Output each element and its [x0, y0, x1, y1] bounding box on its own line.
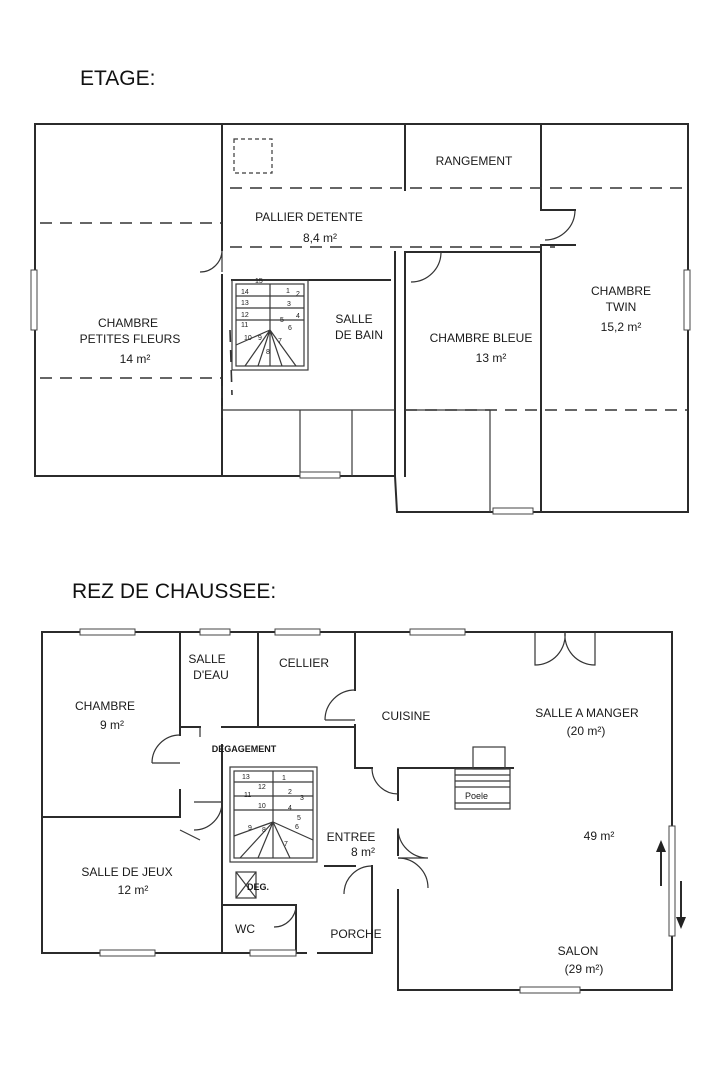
stair-step-number: 14: [241, 289, 249, 296]
room-label-salle-jeux: SALLE DE JEUX: [81, 865, 172, 879]
stair-step-number: 8: [262, 827, 266, 834]
room-label-bleue: CHAMBRE BLEUE: [430, 331, 533, 345]
stair-step-number: 13: [241, 300, 249, 307]
room-label-poele: Poele: [465, 791, 488, 801]
room-area-salle-jeux: 12 m²: [118, 883, 149, 897]
ground-floor-doors: [151, 631, 596, 928]
stair-step-number: 13: [242, 774, 250, 781]
room-label-porche: PORCHE: [330, 927, 381, 941]
room-label-entree: ENTREE: [327, 830, 376, 844]
room-label-salon: SALON: [558, 944, 599, 958]
ground-floor-windows: [79, 628, 676, 994]
stair-step-number: 3: [287, 301, 291, 308]
upper-floor-doors: [199, 209, 576, 283]
upper-floor-roof-lines: [40, 187, 688, 420]
room-area-bleue: 13 m²: [476, 351, 507, 365]
room-label-cuisine: CUISINE: [382, 709, 431, 723]
room-label-salle-eau: SALLE: [188, 652, 225, 666]
room-area-salle-manger: (20 m²): [567, 724, 606, 738]
roof-hatch-icon: [233, 138, 273, 174]
stair-step-number: 5: [280, 317, 284, 324]
room-label-salle-bain: SALLE: [335, 312, 372, 326]
room-area-pallier: 8,4 m²: [303, 231, 337, 245]
room-label-petites-fleurs: CHAMBRE: [98, 316, 158, 330]
room-label-petites-fleurs-2: PETITES FLEURS: [80, 332, 181, 346]
room-area-salon: (29 m²): [565, 962, 604, 976]
room-label-rangement: RANGEMENT: [436, 154, 513, 168]
ground-floor-heading: REZ DE CHAUSSEE:: [72, 580, 276, 603]
stair-step-number: 10: [258, 803, 266, 810]
room-label-degagement: DEGAGEMENT: [212, 744, 277, 754]
stair-step-number: 9: [248, 825, 252, 832]
stair-step-number: 2: [296, 291, 300, 298]
room-label-deg: DEG.: [247, 882, 269, 892]
room-label-pallier: PALLIER DETENTE: [255, 210, 363, 224]
stair-step-number: 4: [288, 805, 292, 812]
room-label-salle-manger: SALLE A MANGER: [535, 706, 639, 720]
stair-step-number: 6: [295, 824, 299, 831]
stair-step-number: 7: [278, 338, 282, 345]
stair-step-number: 12: [241, 312, 249, 319]
stair-step-number: 12: [258, 784, 266, 791]
room-area-sejour: 49 m²: [584, 829, 615, 843]
upper-staircase: 14 15 13 12 11 10 9 8 7 6 4 3 2 1 5: [231, 278, 309, 371]
ground-staircase: 13 12 11 10 9 8 7 6 5 4 2 3 1: [229, 766, 318, 899]
room-area-twin: 15,2 m²: [601, 320, 642, 334]
room-area-entree: 8 m²: [351, 845, 375, 859]
room-area-chambre: 9 m²: [100, 718, 124, 732]
sliding-door-arrows-icon: [656, 840, 686, 929]
stair-step-number: 15: [255, 278, 263, 285]
stair-step-number: 10: [244, 335, 252, 342]
upper-floor-heading: ETAGE:: [80, 67, 155, 90]
room-label-salle-eau-2: D'EAU: [193, 668, 229, 682]
room-label-twin: CHAMBRE: [591, 284, 651, 298]
room-area-petites-fleurs: 14 m²: [120, 352, 151, 366]
upper-floor-windows: [30, 269, 691, 515]
room-label-salle-bain-2: DE BAIN: [335, 328, 383, 342]
room-label-wc: WC: [235, 922, 255, 936]
stair-step-number: 3: [300, 795, 304, 802]
ground-floor-plan: REZ DE CHAUSSEE:: [41, 580, 686, 994]
stair-step-number: 4: [296, 313, 300, 320]
stair-step-number: 11: [244, 792, 251, 799]
stair-step-number: 1: [282, 775, 286, 782]
upper-floor-plan: ETAGE:: [30, 67, 691, 515]
stair-step-number: 5: [297, 815, 301, 822]
stair-step-number: 11: [241, 322, 248, 329]
ground-floor-walls: [41, 631, 673, 991]
stair-step-number: 6: [288, 325, 292, 332]
stair-step-number: 1: [286, 288, 290, 295]
stair-step-number: 8: [266, 349, 270, 356]
stair-step-number: 7: [284, 841, 288, 848]
room-label-twin-2: TWIN: [606, 300, 637, 314]
stair-step-number: 9: [258, 335, 262, 342]
room-label-chambre: CHAMBRE: [75, 699, 135, 713]
stove-poele: Poele: [454, 746, 511, 810]
room-label-cellier: CELLIER: [279, 656, 329, 670]
stair-step-number: 2: [288, 789, 292, 796]
